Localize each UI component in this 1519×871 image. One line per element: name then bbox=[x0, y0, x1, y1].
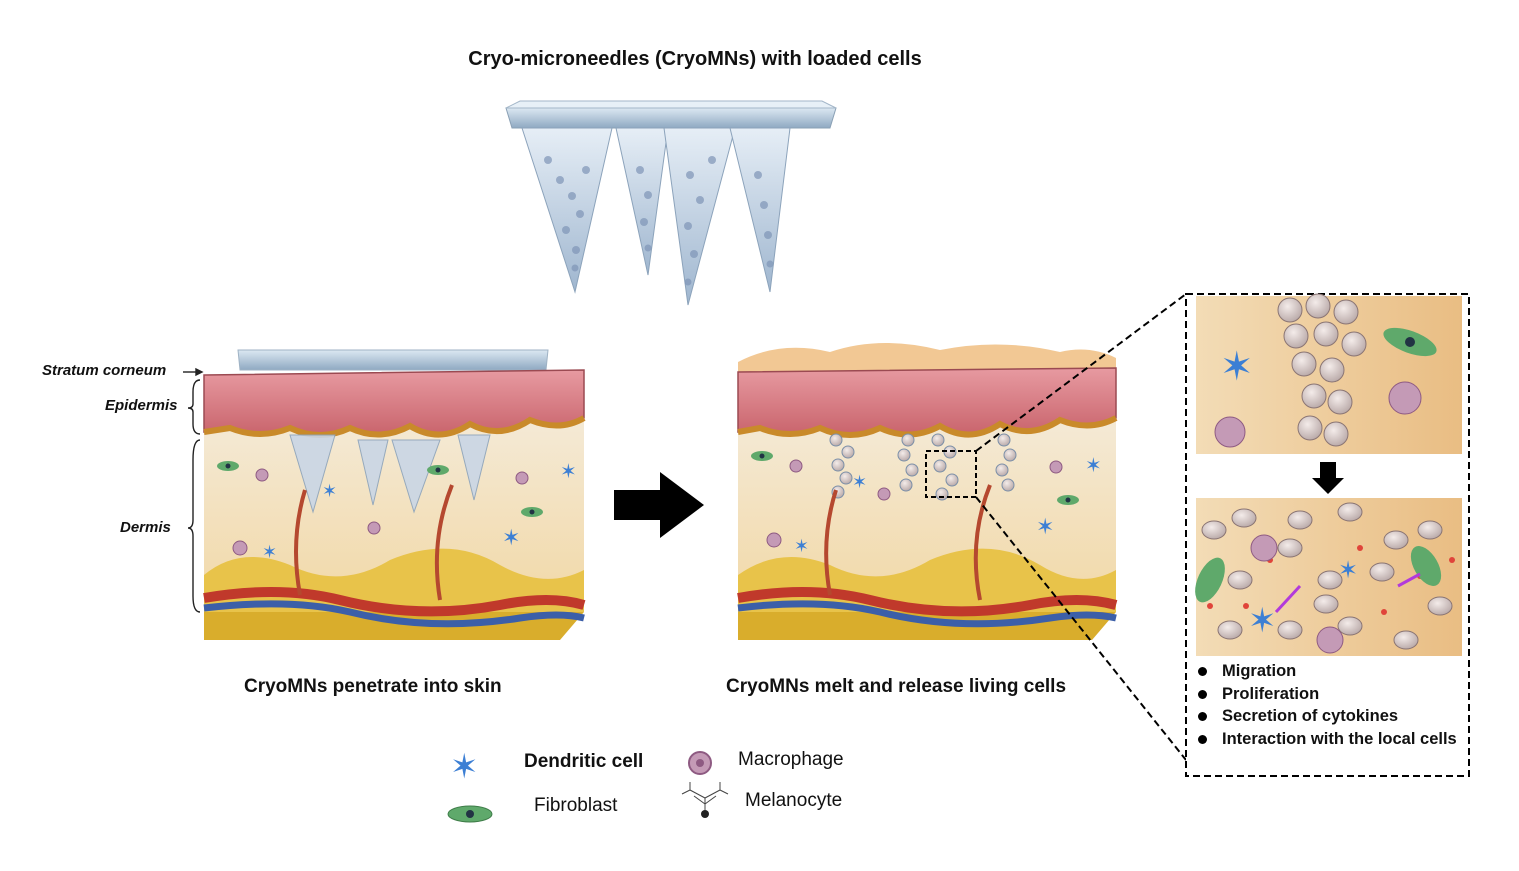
outcome-item: Migration bbox=[1196, 660, 1461, 683]
outcome-item: Proliferation bbox=[1196, 683, 1461, 706]
epidermis-label: Epidermis bbox=[105, 397, 178, 414]
macrophage-icon bbox=[688, 751, 712, 775]
dermis-label: Dermis bbox=[120, 519, 171, 536]
loaded-cells bbox=[544, 156, 774, 286]
svg-text:✶: ✶ bbox=[794, 536, 809, 557]
caption-left: CryoMNs penetrate into skin bbox=[244, 676, 502, 697]
caption-right: CryoMNs melt and release living cells bbox=[726, 676, 1067, 697]
zoom-connectors bbox=[975, 293, 1187, 761]
legend-icons: ✶ bbox=[447, 747, 729, 823]
scattered-cells-right: ✶ ✶ ✶ ✶ bbox=[751, 451, 1102, 557]
released-cells bbox=[829, 433, 1017, 501]
legend-fibroblast: Fibroblast bbox=[534, 795, 618, 816]
svg-text:✶: ✶ bbox=[450, 747, 479, 787]
stratum-corneum-label: Stratum corneum bbox=[42, 362, 167, 379]
fibroblast-icon bbox=[447, 805, 493, 823]
process-arrow bbox=[614, 472, 704, 538]
svg-text:✶: ✶ bbox=[1220, 344, 1254, 390]
cryo-microneedle-patch bbox=[505, 100, 837, 306]
legend-macrophage: Macrophage bbox=[738, 749, 844, 770]
figure-title: Cryo-microneedles (CryoMNs) with loaded … bbox=[468, 48, 922, 70]
skin-block-left: ✶ ✶ ✶ ✶ bbox=[203, 349, 586, 640]
layer-bracket bbox=[183, 367, 204, 613]
svg-text:✶: ✶ bbox=[560, 459, 577, 483]
outcome-list: Migration Proliferation Secretion of cyt… bbox=[1196, 660, 1461, 750]
dendritic-cell-icon: ✶ bbox=[450, 747, 479, 787]
svg-text:✶: ✶ bbox=[262, 542, 277, 563]
svg-text:✶: ✶ bbox=[1248, 601, 1277, 641]
melanocyte-icon bbox=[681, 782, 729, 818]
outcome-item: Interaction with the local cells bbox=[1196, 728, 1461, 751]
svg-text:✶: ✶ bbox=[1036, 515, 1054, 540]
svg-text:✶: ✶ bbox=[852, 472, 867, 493]
legend-melanocyte: Melanocyte bbox=[745, 790, 843, 811]
svg-text:✶: ✶ bbox=[322, 481, 337, 502]
skin-block-right: ✶ ✶ ✶ ✶ bbox=[737, 342, 1118, 640]
svg-text:✶: ✶ bbox=[502, 526, 520, 551]
legend-dendritic-cell: Dendritic cell bbox=[524, 751, 644, 772]
scattered-cells-left: ✶ ✶ ✶ ✶ bbox=[217, 459, 577, 563]
svg-text:✶: ✶ bbox=[1338, 556, 1358, 584]
zoom-region bbox=[925, 450, 977, 498]
svg-text:✶: ✶ bbox=[1085, 453, 1102, 477]
zoom-panel: ✶ ✶ ✶ bbox=[1185, 293, 1470, 777]
outcome-item: Secretion of cytokines bbox=[1196, 705, 1461, 728]
